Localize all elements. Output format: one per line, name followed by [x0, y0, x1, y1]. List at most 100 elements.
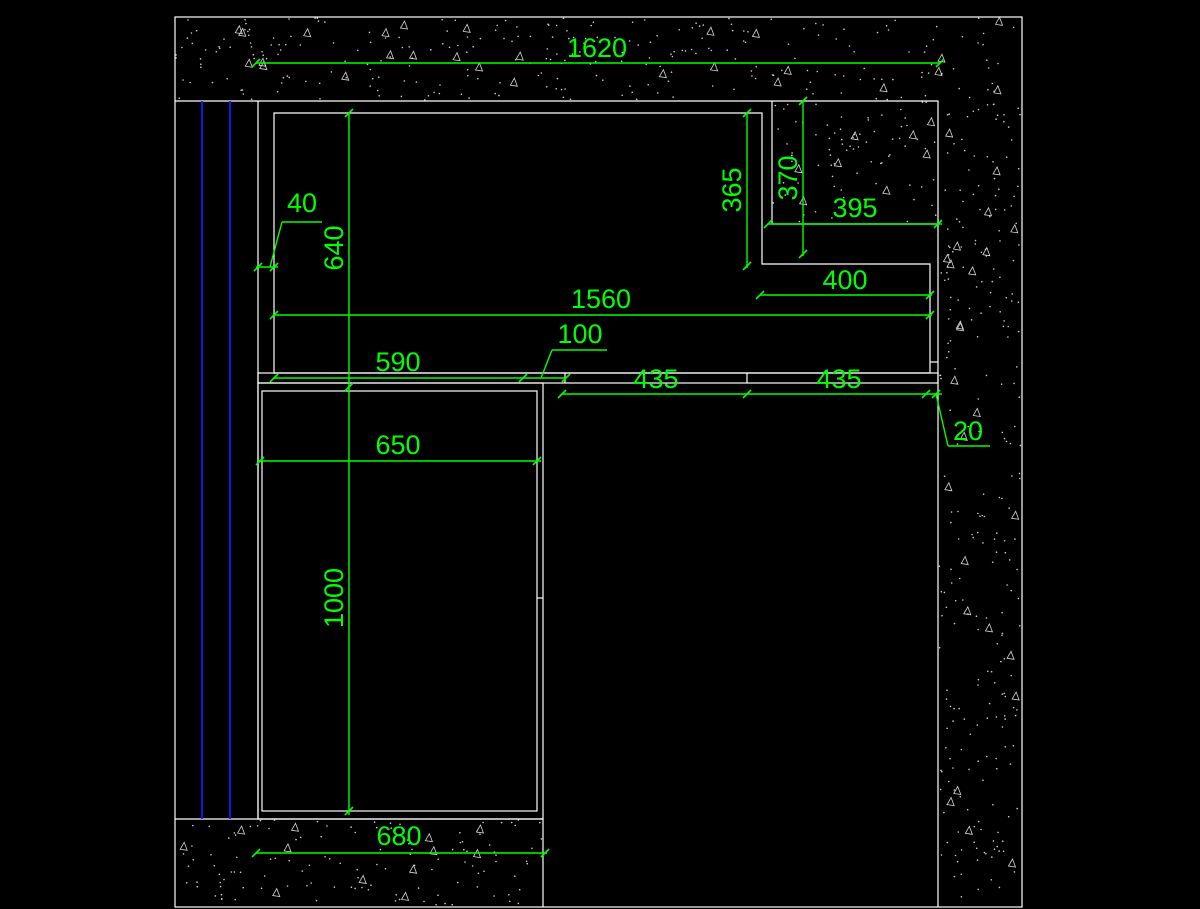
hatch-dot	[981, 514, 984, 517]
hatch-dot	[710, 49, 713, 52]
hatch-dot	[344, 60, 346, 63]
hatch-dot	[282, 76, 285, 79]
hatch-dot	[477, 872, 480, 875]
hatch-dot	[731, 29, 734, 32]
hatch-triangle	[982, 246, 991, 257]
hatch-dot	[1005, 156, 1008, 158]
hatch-dot	[992, 103, 995, 106]
hatch-dot	[463, 848, 465, 851]
hatch-dot	[842, 196, 845, 199]
hatch-dot	[950, 296, 952, 299]
tick	[742, 261, 752, 271]
hatch-dot	[938, 646, 941, 649]
hatch-dot	[1002, 850, 1005, 853]
hatch-dot	[956, 218, 958, 220]
hatch-dot	[540, 72, 543, 74]
hatch-dot	[957, 299, 959, 301]
tick	[518, 373, 528, 383]
hatch-dot	[977, 108, 980, 111]
hatch-dot	[629, 85, 631, 87]
hatch-dot	[249, 42, 252, 44]
hatch-dot	[464, 861, 466, 863]
hatch-dot	[223, 38, 225, 40]
hatch-triangle	[922, 149, 931, 159]
hatch-triangle	[236, 825, 246, 835]
hatch-dot	[272, 37, 275, 39]
hatch-dot	[356, 868, 359, 871]
hatch-dot	[857, 146, 860, 148]
hatch-dot	[953, 789, 956, 791]
hatch-dot	[648, 57, 651, 59]
hatch-dot	[833, 185, 835, 188]
hatch-triangle	[955, 321, 965, 332]
hatch-dot	[621, 94, 623, 97]
hatch-dot	[1004, 695, 1007, 698]
hatch-dot	[1003, 120, 1005, 123]
hatch-dot	[288, 76, 291, 79]
hatch-dot	[240, 89, 242, 91]
hatch-dot	[952, 720, 954, 722]
dim-label-40: 40	[287, 188, 317, 218]
hatch-dot	[503, 37, 505, 40]
hatch-dot	[975, 615, 978, 617]
hatch-dot	[981, 280, 983, 283]
hatch-dot	[1010, 139, 1013, 141]
hatch-dot	[949, 409, 951, 412]
hatch-dot	[946, 152, 949, 154]
hatch-dot	[708, 47, 710, 50]
hatch-dot	[1019, 625, 1021, 627]
hatch-dot	[873, 130, 876, 133]
hatch-dot	[1006, 584, 1008, 586]
hatch-dot	[995, 757, 997, 760]
hatch-dot	[881, 162, 883, 164]
hatch-dot	[948, 113, 950, 115]
hatch-dot	[968, 768, 970, 771]
hatch-dot	[514, 824, 516, 827]
hatch-dot	[947, 245, 950, 247]
hatch-dot	[1007, 336, 1009, 338]
hatch-dot	[975, 286, 978, 288]
hatch-dot	[369, 41, 372, 44]
hatch-dot	[191, 845, 193, 847]
hatch-dot	[395, 894, 398, 896]
hatch-dot	[949, 246, 951, 249]
hatch-dot	[950, 568, 952, 571]
hatch-dot	[943, 475, 946, 478]
hatch-triangle	[358, 874, 367, 884]
hatch-dot	[733, 88, 735, 91]
hatch-dot	[555, 24, 558, 27]
hatch-dot	[805, 88, 808, 90]
hatch-dot	[299, 836, 302, 839]
hatch-dot	[946, 689, 948, 691]
hatch-dot	[476, 886, 479, 888]
hatch-dot	[245, 22, 247, 25]
hatch-dot	[244, 29, 246, 31]
hatch-dot	[803, 28, 805, 30]
hatch-dot	[1017, 330, 1020, 333]
hatch-triangle	[783, 65, 792, 75]
hatch-dot	[728, 17, 730, 20]
hatch-dot	[991, 280, 994, 283]
hatch-dot	[894, 19, 896, 22]
tick	[253, 262, 263, 272]
hatch-dot	[900, 125, 903, 128]
hatch-dot	[361, 886, 363, 889]
hatch-dot	[635, 98, 638, 100]
hatch-dot	[376, 863, 378, 866]
hatch-dot	[986, 104, 989, 106]
hatch-dot	[219, 881, 221, 884]
hatch-dot	[482, 821, 484, 824]
dim-label-365: 365	[717, 167, 747, 212]
hatch-dot	[244, 18, 246, 21]
hatch-dot	[628, 40, 631, 42]
hatch-dot	[504, 19, 507, 22]
hatch-dot	[384, 867, 387, 870]
hatch-dot	[399, 823, 401, 826]
hatch-triangle	[952, 241, 962, 251]
hatch-dot	[218, 46, 220, 48]
hatch-dot	[971, 533, 973, 536]
hatch-triangle	[238, 27, 247, 37]
hatch-dot	[488, 844, 491, 846]
hatch-dot	[223, 878, 225, 881]
hatch-dot	[672, 96, 674, 98]
